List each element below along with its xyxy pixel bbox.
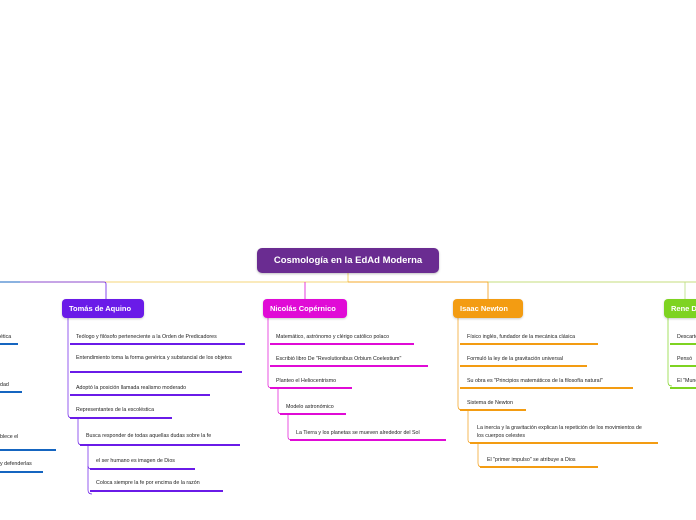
nicolas-leaf-3: Planteo el Heliocentrismo xyxy=(276,378,337,384)
tomas-underlines xyxy=(70,343,245,492)
root-node[interactable]: Cosmología en la EdAd Moderna xyxy=(257,248,439,273)
tomas-leaf-4: Representantes de la escoléstica xyxy=(76,407,155,413)
isaac-leaf-2: Formuló la ley de la gravitación univers… xyxy=(467,356,563,362)
tomas-leaf-1: Teólogo y filósofo perteneciente a la Or… xyxy=(76,334,217,340)
nicolas-leaf-5: La Tierra y los planetas se mueven alred… xyxy=(296,430,420,436)
isaac-underlines xyxy=(460,343,658,468)
left-leaf-3: blece el xyxy=(0,434,19,440)
left-partial-underlines xyxy=(0,343,56,473)
nicolas-leaf-1: Matemático, astrónomo y clérigo católico… xyxy=(276,334,390,340)
tomas-leaf-5: Busca responder de todas aquellas dudas … xyxy=(86,433,212,439)
tomas-leaf-3: Adoptó la posición llamada realismo mode… xyxy=(76,385,187,391)
branch-tomas-de-aquino[interactable]: Tomás de Aquino xyxy=(62,299,144,318)
rene-underlines xyxy=(670,343,696,389)
left-leaf-2: dad xyxy=(0,382,9,388)
branch-rene-descartes[interactable]: Rene Descartes xyxy=(664,299,696,318)
rene-leaf-1: Descartes xyxy=(677,334,696,340)
nicolas-underlines xyxy=(270,343,446,441)
nicolas-leaf-4: Modelo astronómico xyxy=(286,404,334,410)
tomas-leaf-7: Coloca siempre la fe por encima de la ra… xyxy=(96,480,200,486)
tomas-leaf-6: el ser humano es imagen de Dios xyxy=(96,458,175,464)
branch-isaac-newton[interactable]: Isaac Newton xyxy=(453,299,523,318)
nicolas-leaf-2: Escribió libro De "Revolutionibus Orbium… xyxy=(276,356,402,362)
left-leaf-4: y defenderlas xyxy=(0,461,32,467)
rene-leaf-3: El "Mundo" xyxy=(677,378,696,384)
left-leaf-1: ética xyxy=(0,334,12,340)
rene-leaf-2: Pensó xyxy=(677,356,693,362)
isaac-leaf-5: La inercia y la gravitación explican la … xyxy=(477,425,642,439)
rene-connectors xyxy=(667,318,673,387)
branch-nicolas-copernico[interactable]: Nicolás Copérnico xyxy=(263,299,347,318)
isaac-leaf-1: Físico inglés, fundador de la mecánica c… xyxy=(467,334,576,340)
isaac-leaf-6: El "primer impulso" se atribuye a Dios xyxy=(487,457,576,463)
isaac-leaf-4: Sistema de Newton xyxy=(467,400,513,406)
isaac-leaf-3: Su obra es "Principios matemáticos de la… xyxy=(467,378,603,384)
tomas-leaf-2: Entendimiento toma la forma genérica y s… xyxy=(76,355,232,361)
